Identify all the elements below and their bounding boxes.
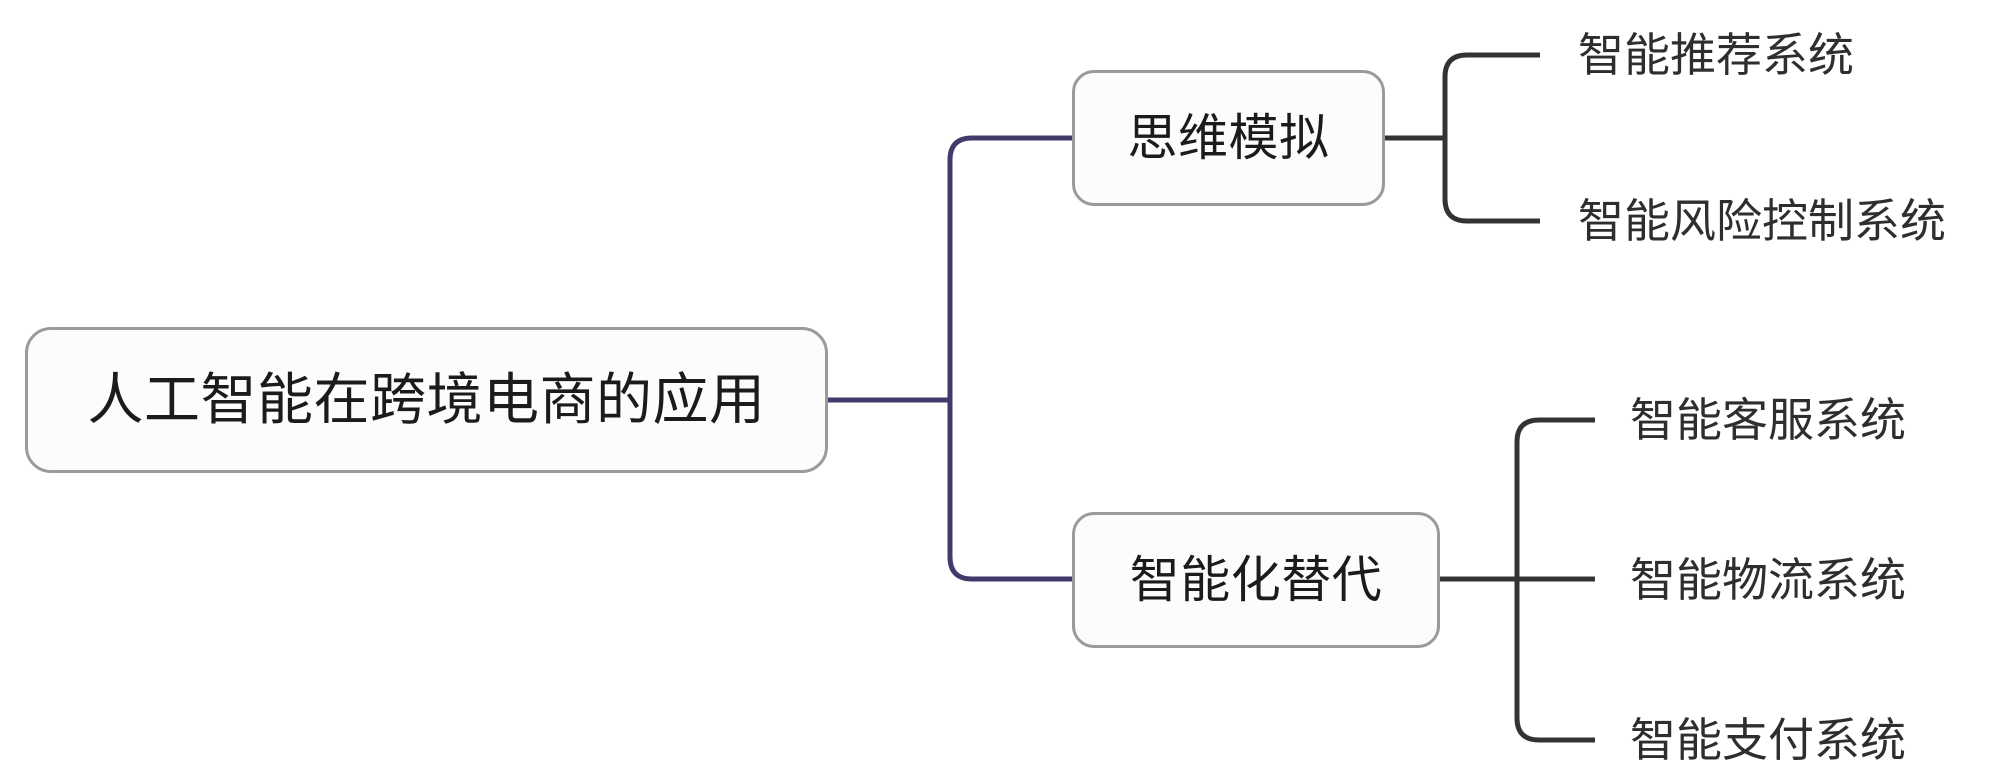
leaf-node-payment-system[interactable]: 智能支付系统 xyxy=(1630,714,1906,766)
connector-root-to-branch-1 xyxy=(947,400,1072,582)
connector-branch-1-leaf-2 xyxy=(1514,579,1595,743)
branch-node-label: 智能化替代 xyxy=(1129,552,1383,608)
root-node[interactable]: 人工智能在跨境电商的应用 xyxy=(25,327,828,473)
branch-node-label: 思维模拟 xyxy=(1127,110,1330,166)
leaf-node-recommendation-system[interactable]: 智能推荐系统 xyxy=(1578,29,1854,81)
branch-node-intelligent-substitution[interactable]: 智能化替代 xyxy=(1072,512,1440,648)
leaf-node-logistics-system[interactable]: 智能物流系统 xyxy=(1630,554,1906,606)
leaf-node-risk-control-system[interactable]: 智能风险控制系统 xyxy=(1578,195,1946,247)
connector-root-to-branch-0 xyxy=(947,135,1072,400)
connector-branch-0-leaf-0 xyxy=(1442,52,1540,138)
connector-branch-0-leaf-1 xyxy=(1442,138,1540,224)
branch-node-thinking-simulation[interactable]: 思维模拟 xyxy=(1072,70,1385,206)
connector-branch-1-leaf-0 xyxy=(1514,417,1595,579)
leaf-node-customer-service-system[interactable]: 智能客服系统 xyxy=(1630,394,1906,446)
root-node-label: 人工智能在跨境电商的应用 xyxy=(87,368,766,431)
